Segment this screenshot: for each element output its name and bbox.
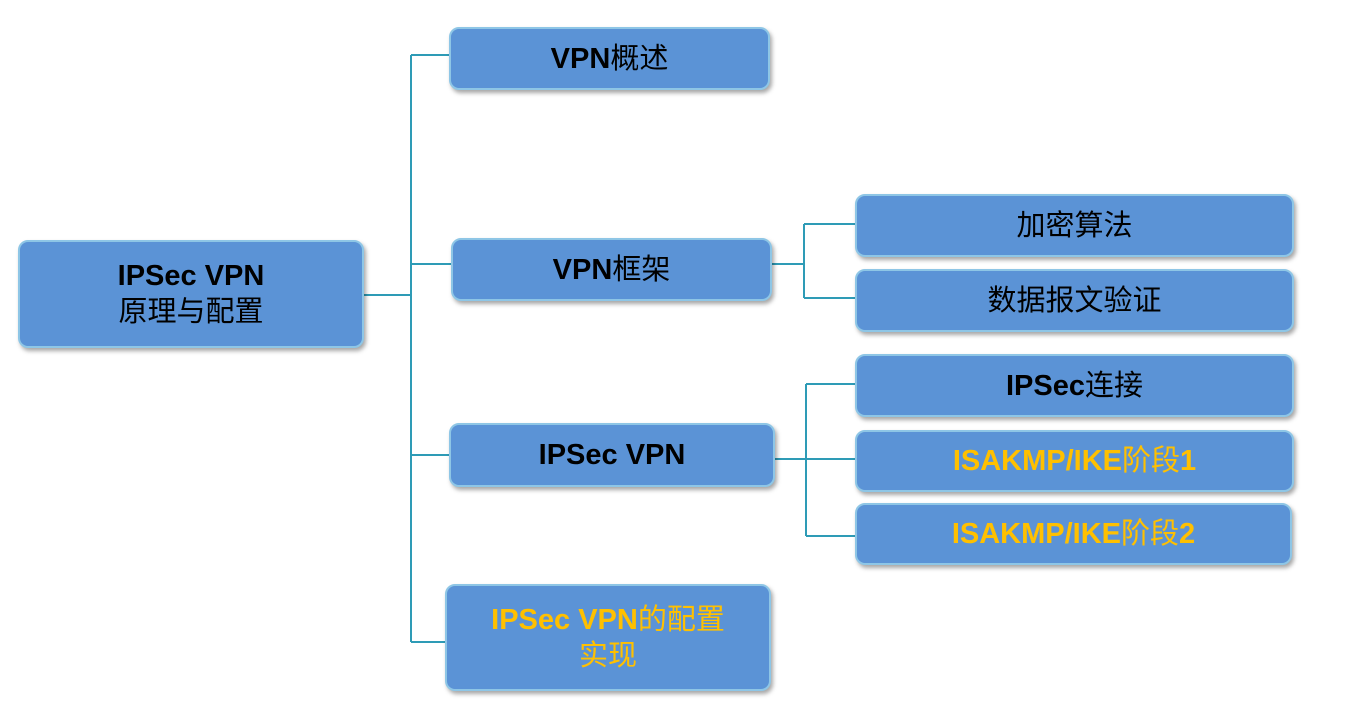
branch-overview-cjk: 概述	[610, 42, 669, 75]
branch-config-line2: 实现	[578, 639, 637, 672]
leaf-ipsec-connection: IPSec连接	[855, 354, 1294, 417]
leaf-phase2-num: 2	[1179, 518, 1196, 550]
branch-config-latin: IPSec VPN	[491, 603, 638, 636]
leaf-connection-cjk: 连接	[1084, 369, 1143, 402]
branch-framework-cjk: 框架	[612, 253, 671, 286]
branch-config-cjk: 的配置	[637, 603, 725, 636]
leaf-verification-label: 数据报文验证	[987, 284, 1162, 317]
leaf-connection-latin: IPSec	[1005, 369, 1085, 402]
leaf-phase1-latin: ISAKMP/IKE	[952, 445, 1123, 477]
leaf-encryption-label: 加密算法	[1016, 209, 1133, 242]
leaf-phase2-latin: ISAKMP/IKE	[951, 518, 1122, 550]
leaf-phase1-cjk: 阶段	[1122, 445, 1181, 477]
branch-ipsec-config: IPSec VPN的配置 实现	[445, 584, 771, 691]
root-node: IPSec VPN 原理与配置	[18, 240, 364, 348]
branch-ipsec-vpn: IPSec VPN	[449, 423, 775, 487]
branch-overview-latin: VPN	[550, 42, 611, 75]
leaf-ike-phase2: ISAKMP/IKE阶段2	[855, 503, 1292, 565]
leaf-packet-verification: 数据报文验证	[855, 269, 1294, 332]
branch-vpn-framework: VPN框架	[451, 238, 772, 301]
root-title-line1: IPSec VPN	[117, 260, 265, 292]
leaf-ike-phase1: ISAKMP/IKE阶段1	[855, 430, 1294, 492]
root-title-line2: 原理与配置	[118, 296, 264, 328]
branch-vpn-overview: VPN概述	[449, 27, 770, 90]
branch-framework-latin: VPN	[552, 253, 613, 286]
leaf-encryption-algorithm: 加密算法	[855, 194, 1294, 257]
leaf-phase1-num: 1	[1180, 445, 1197, 477]
leaf-phase2-cjk: 阶段	[1121, 518, 1180, 550]
branch-ipsec-label: IPSec VPN	[538, 439, 686, 471]
